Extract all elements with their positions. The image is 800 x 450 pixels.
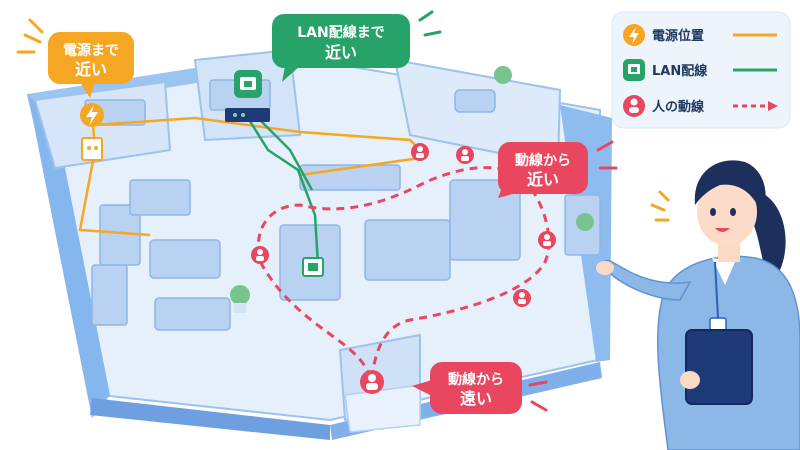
svg-text:遠い: 遠い: [460, 389, 492, 408]
eye-right: [730, 208, 736, 216]
person-marker: [360, 370, 384, 394]
power-marker: [80, 103, 104, 127]
mouth: [715, 228, 730, 232]
holding-hand: [680, 371, 700, 389]
plants: [230, 66, 594, 313]
legend-item-power: 電源位置: [623, 24, 777, 46]
lan-line: [246, 117, 320, 266]
power-outlet-icon: [81, 137, 103, 161]
svg-text:動線から: 動線から: [448, 371, 504, 388]
head-sparkle: [650, 190, 670, 222]
svg-text:LAN配線: LAN配線: [652, 63, 708, 79]
person-marker: [538, 231, 556, 249]
lanyard: [714, 261, 719, 319]
callout-far-flow: 動線から 遠い: [412, 362, 522, 414]
router-icon: [225, 108, 270, 122]
svg-text:LAN配線まで: LAN配線まで: [297, 24, 384, 41]
furniture: [84, 79, 601, 331]
collar: [712, 258, 735, 285]
display-table-bottom: [154, 297, 231, 331]
sparkle-accents-lan: [418, 10, 442, 37]
svg-text:近い: 近い: [75, 60, 107, 79]
svg-text:動線から: 動線から: [515, 152, 571, 169]
flow-line: [256, 166, 551, 379]
person-marker: [411, 143, 429, 161]
staff-character: [596, 160, 800, 450]
legend-item-lan: LAN配線: [623, 59, 777, 81]
sparkle-accents-flow: [528, 140, 618, 412]
display-table-right: [449, 179, 521, 261]
legend-item-flow: 人の動線: [623, 95, 778, 117]
left-wall: [28, 92, 110, 418]
entrance-steps: [344, 384, 421, 433]
display-table-left: [149, 239, 221, 279]
display-table-center: [364, 219, 451, 281]
svg-text:人の動線: 人の動線: [652, 99, 705, 115]
sparkle-accents: [16, 18, 44, 54]
callout-near-power: 電源まで 近い: [48, 32, 134, 98]
ponytail: [748, 190, 786, 285]
tablet: [685, 329, 753, 405]
callout-near-flow: 動線から 近い: [498, 142, 588, 198]
bottom-wall: [90, 398, 330, 440]
flow-markers: [251, 143, 556, 394]
person-marker: [456, 146, 474, 164]
plant-left-pot: [234, 303, 246, 313]
plant-right: [576, 213, 594, 231]
person-icon: [623, 95, 645, 117]
svg-text:電源位置: 電源位置: [652, 28, 704, 44]
svg-text:近い: 近い: [325, 43, 357, 62]
power-line: [78, 109, 421, 237]
svg-text:近い: 近い: [527, 170, 559, 189]
sofa: [454, 89, 496, 113]
person-marker: [513, 289, 531, 307]
shelf-left-2: [91, 264, 128, 326]
legend: 電源位置 LAN配線 人の動線: [611, 11, 791, 129]
plant-top-right: [494, 66, 512, 84]
eye-left: [710, 208, 716, 216]
plant-left: [230, 285, 250, 305]
person-marker: [251, 246, 269, 264]
lan-marker: [234, 70, 262, 98]
shelf-center-top: [129, 179, 191, 216]
callout-near-lan: LAN配線まで 近い: [272, 14, 410, 82]
face: [697, 178, 757, 246]
hair: [694, 160, 766, 215]
svg-text:電源まで: 電源まで: [63, 42, 119, 59]
hand: [596, 261, 614, 275]
lan-port-icon: [302, 257, 324, 277]
